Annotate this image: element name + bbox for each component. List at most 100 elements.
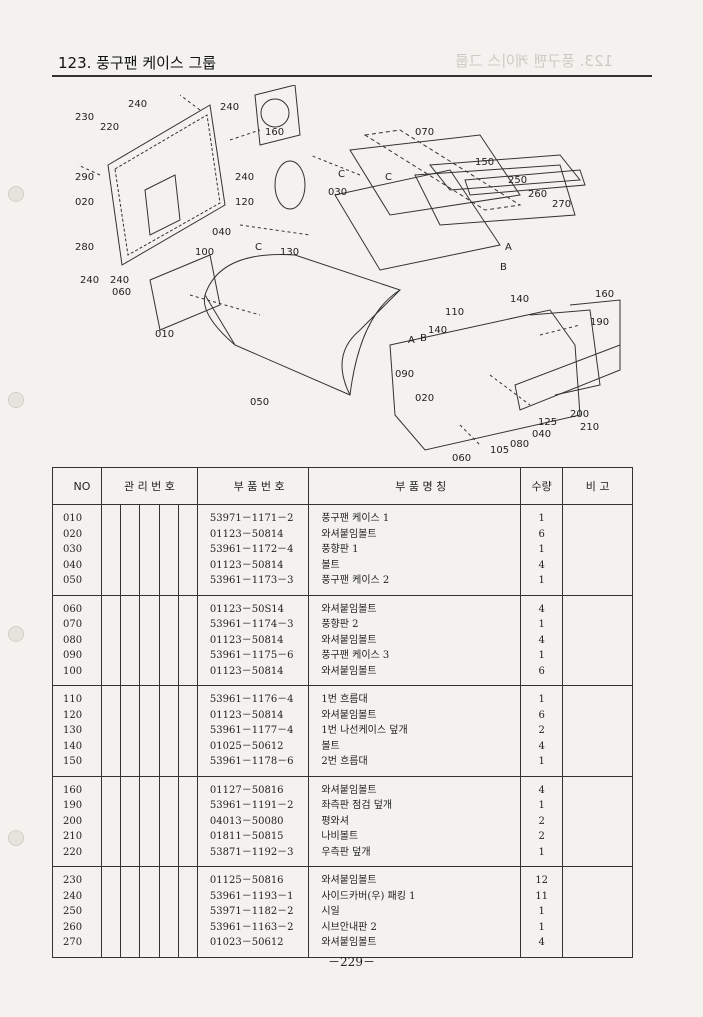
punch-hole bbox=[8, 392, 24, 408]
diagram-callout: 230 bbox=[75, 112, 94, 123]
part-value: 53971－1182－2 bbox=[209, 906, 294, 917]
qty-value: 2 bbox=[538, 831, 545, 842]
name-value: 풍구팬 케이스 1 bbox=[321, 513, 390, 524]
no-value: 210 bbox=[63, 831, 83, 842]
bleed-through-text: 123. 풍구팬 케이스 그룹 bbox=[455, 52, 614, 70]
header-management-no: 관 리 번 호 bbox=[100, 467, 198, 505]
name-value: 우측판 덮개 bbox=[321, 846, 371, 858]
no-value: 120 bbox=[63, 709, 83, 721]
name-value: 볼트 bbox=[321, 559, 340, 571]
qty-value: 1 bbox=[538, 650, 545, 661]
name-value: 와셔붙임볼트 bbox=[321, 603, 377, 615]
diagram-callout: C bbox=[255, 242, 262, 253]
cell-management-sub bbox=[100, 776, 122, 867]
qty-value: 6 bbox=[538, 709, 545, 721]
diagram-callout: 150 bbox=[475, 157, 494, 168]
no-value: 010 bbox=[63, 513, 83, 524]
diagram-callout: 020 bbox=[75, 197, 94, 208]
cell-management-sub bbox=[139, 866, 160, 958]
cell-management-sub bbox=[177, 504, 198, 596]
diagram-callout: 040 bbox=[532, 429, 551, 440]
qty-value: 4 bbox=[538, 740, 545, 752]
name-value: 1번 흐름대 bbox=[321, 694, 368, 705]
diagram-callout: 290 bbox=[75, 172, 94, 183]
qty-value: 1 bbox=[538, 906, 545, 917]
no-value: 230 bbox=[63, 875, 83, 886]
part-value: 53961－1176－4 bbox=[209, 694, 294, 705]
diagram-callout: 030 bbox=[328, 187, 347, 198]
qty-value: 1 bbox=[538, 800, 545, 811]
no-value: 270 bbox=[63, 937, 83, 948]
cell-management-sub bbox=[158, 504, 179, 596]
no-value: 240 bbox=[63, 890, 83, 902]
part-value: 53961－1191－2 bbox=[209, 800, 294, 811]
punch-hole bbox=[8, 186, 24, 202]
name-value: 볼트 bbox=[321, 740, 340, 752]
name-value: 와셔붙임볼트 bbox=[321, 665, 377, 677]
no-value: 030 bbox=[63, 544, 83, 555]
diagram-callout: 280 bbox=[75, 242, 94, 253]
qty-value: 12 bbox=[535, 875, 549, 886]
diagram-callout: 050 bbox=[250, 397, 269, 408]
name-value: 시일 bbox=[321, 906, 340, 917]
diagram-callout: 240 bbox=[128, 99, 147, 110]
part-value: 53961－1163－2 bbox=[209, 921, 294, 933]
cell-remarks bbox=[562, 504, 633, 596]
no-value: 130 bbox=[63, 725, 83, 736]
part-value: 53961－1175－6 bbox=[209, 650, 294, 661]
no-value: 060 bbox=[63, 603, 83, 615]
name-value: 시브안내판 2 bbox=[321, 921, 377, 933]
qty-value: 1 bbox=[538, 544, 545, 555]
diagram-callout: 020 bbox=[415, 393, 434, 404]
diagram-callout: 160 bbox=[265, 127, 284, 138]
cell-remarks bbox=[562, 685, 633, 777]
part-value: 04013－50080 bbox=[209, 815, 284, 827]
cell-management-sub bbox=[139, 595, 160, 686]
qty-value: 1 bbox=[538, 756, 545, 767]
qty-value: 4 bbox=[538, 634, 545, 646]
part-value: 53961－1172－4 bbox=[209, 544, 294, 555]
part-value: 01123－50814 bbox=[209, 665, 284, 677]
title-rule bbox=[52, 75, 652, 77]
no-value: 160 bbox=[63, 784, 83, 796]
no-value: 020 bbox=[63, 528, 83, 540]
qty-value: 6 bbox=[538, 665, 545, 677]
name-value: 2번 흐름대 bbox=[321, 756, 368, 767]
qty-value: 1 bbox=[538, 575, 545, 586]
diagram-callout: 130 bbox=[280, 247, 299, 258]
name-value: 와셔붙임볼트 bbox=[321, 634, 377, 646]
diagram-callout: 240 bbox=[220, 102, 239, 113]
diagram-callout: 200 bbox=[570, 409, 589, 420]
diagram-callout: 160 bbox=[595, 289, 614, 300]
part-value: 53961－1193－1 bbox=[209, 890, 294, 902]
cell-management-sub bbox=[120, 866, 141, 958]
page-title: 123. 풍구팬 케이스 그룹 bbox=[58, 54, 217, 72]
diagram-callout: 060 bbox=[112, 287, 131, 298]
diagram-callout: B bbox=[420, 333, 427, 344]
no-value: 190 bbox=[63, 800, 83, 811]
name-value: 좌측판 점검 덮개 bbox=[321, 800, 393, 811]
part-value: 01123－50814 bbox=[209, 709, 284, 721]
no-value: 110 bbox=[63, 694, 83, 705]
qty-value: 2 bbox=[538, 815, 545, 827]
diagram-callout: 240 bbox=[80, 275, 99, 286]
name-value: 1번 나선케이스 덮개 bbox=[321, 725, 408, 736]
no-value: 100 bbox=[63, 665, 83, 677]
part-value: 53871－1192－3 bbox=[209, 846, 294, 858]
diagram-callout: 220 bbox=[100, 122, 119, 133]
part-value: 53961－1174－3 bbox=[209, 619, 294, 630]
header-remarks: 비 고 bbox=[562, 467, 633, 505]
punch-hole bbox=[8, 830, 24, 846]
